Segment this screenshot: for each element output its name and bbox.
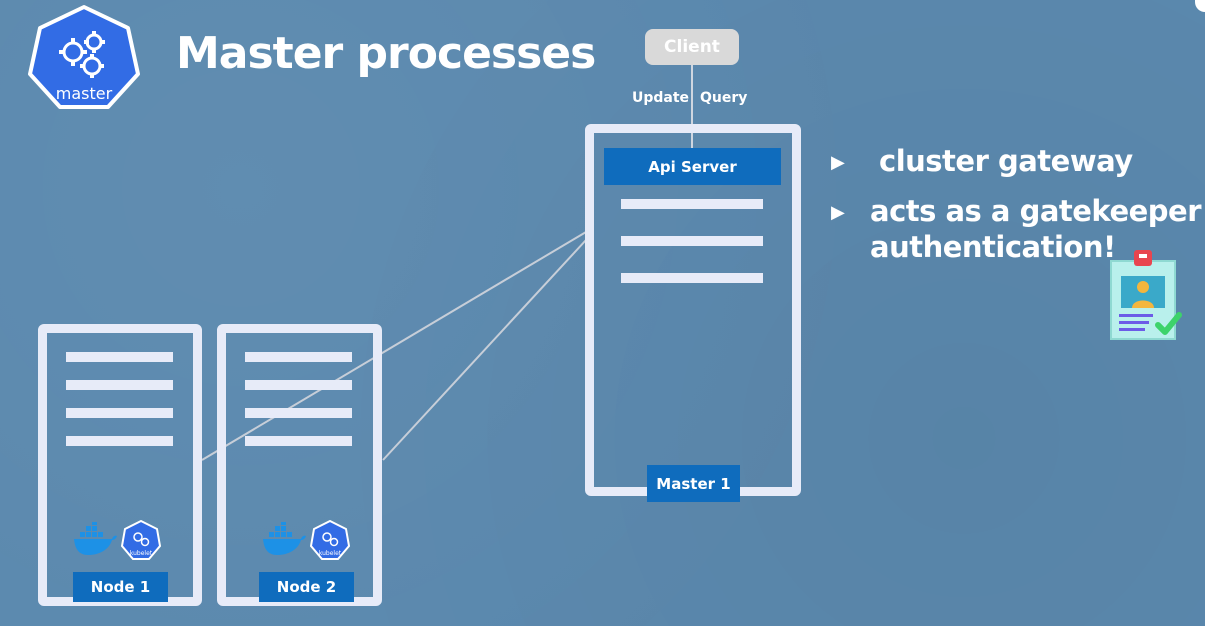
node1-to-master-line — [201, 231, 587, 461]
node-1-rack-line — [66, 408, 173, 418]
node-2-rack-line — [245, 380, 352, 390]
node-1-server — [38, 324, 202, 606]
node-1-rack-line — [66, 380, 173, 390]
kubelet-label: kubelet — [319, 550, 342, 557]
page-title: Master processes — [176, 28, 596, 79]
docker-whale-icon — [74, 522, 117, 555]
id-badge-check-icon — [1110, 250, 1182, 340]
api-server-label: Api Server — [604, 148, 781, 185]
corner-mark — [1195, 0, 1205, 12]
bullet-text-authentication: authentication! — [870, 230, 1116, 264]
logo-label: master — [56, 84, 113, 103]
node-1-label: Node 1 — [73, 572, 168, 602]
node-1-rack-line — [66, 436, 173, 446]
node-2-rack-line — [245, 408, 352, 418]
update-label: Update — [632, 90, 690, 106]
node-2-rack-line — [245, 352, 352, 362]
master-rack-line — [621, 273, 763, 283]
kubelet-icon: kubelet — [121, 520, 161, 560]
bullet-marker: ▶ — [831, 202, 845, 223]
bullet-text-gatekeeper: acts as a gatekeeper for — [870, 194, 1205, 228]
master-name-label: Master 1 — [647, 465, 740, 502]
node-2-rack-line — [245, 436, 352, 446]
docker-whale-icon — [263, 522, 306, 555]
bullet-text-cluster-gateway: cluster gateway — [879, 144, 1133, 178]
kubelet-label: kubelet — [130, 550, 153, 557]
query-label: Query — [700, 90, 748, 106]
client-box: Client — [645, 29, 739, 65]
bullet-marker: ▶ — [831, 152, 845, 173]
node2-to-master-line — [382, 239, 587, 461]
node-2-label: Node 2 — [259, 572, 354, 602]
master-rack-line — [621, 199, 763, 209]
master-rack-line — [621, 236, 763, 246]
kubelet-icon: kubelet — [310, 520, 350, 560]
node-1-rack-line — [66, 352, 173, 362]
kubernetes-gears-icon: master — [28, 5, 140, 109]
node-2-server — [217, 324, 382, 606]
master-logo: master — [28, 4, 140, 110]
